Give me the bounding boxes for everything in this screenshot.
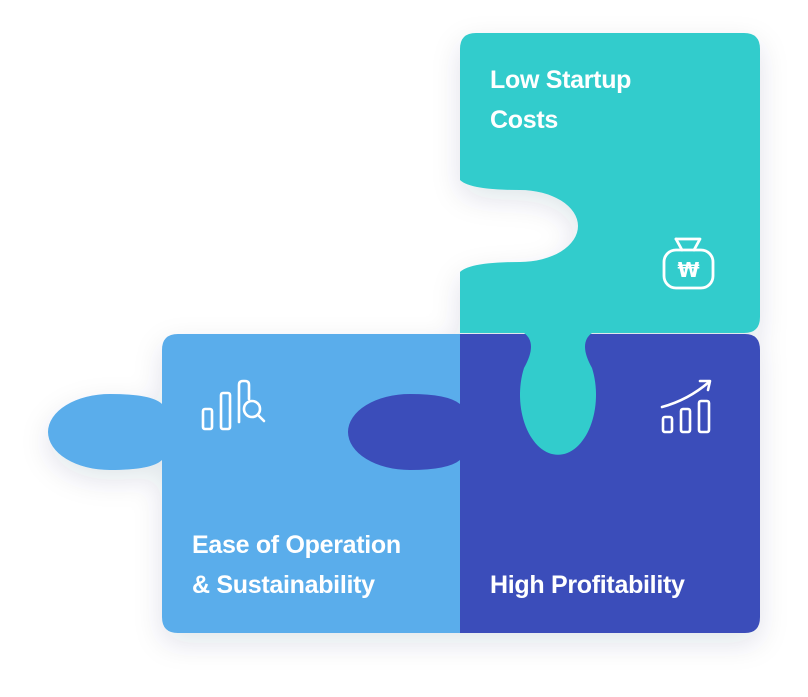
currency-symbol: ₩ [677,258,699,282]
money-bag-won-icon: ₩ [662,237,715,290]
puzzle-piece-ease-of-operation [48,334,460,633]
puzzle-piece-high-profitability [348,334,760,633]
ease-of-operation-label-line2: & Sustainability [192,571,375,599]
high-profitability-label-line1: High Profitability [490,571,685,599]
bar-chart-magnifier-icon [201,379,266,431]
high-profitability-label: High Profitability [490,565,685,605]
ease-of-operation-label: Ease of Operation & Sustainability [192,525,401,605]
puzzle-piece-low-startup-costs [460,33,760,455]
ease-of-operation-label-line1: Ease of Operation [192,531,401,559]
low-startup-costs-label-line1: Low Startup [490,66,632,94]
growth-chart-arrow-icon [660,379,712,434]
low-startup-costs-label-line2: Costs [490,106,558,134]
low-startup-costs-label: Low Startup Costs [490,60,631,140]
